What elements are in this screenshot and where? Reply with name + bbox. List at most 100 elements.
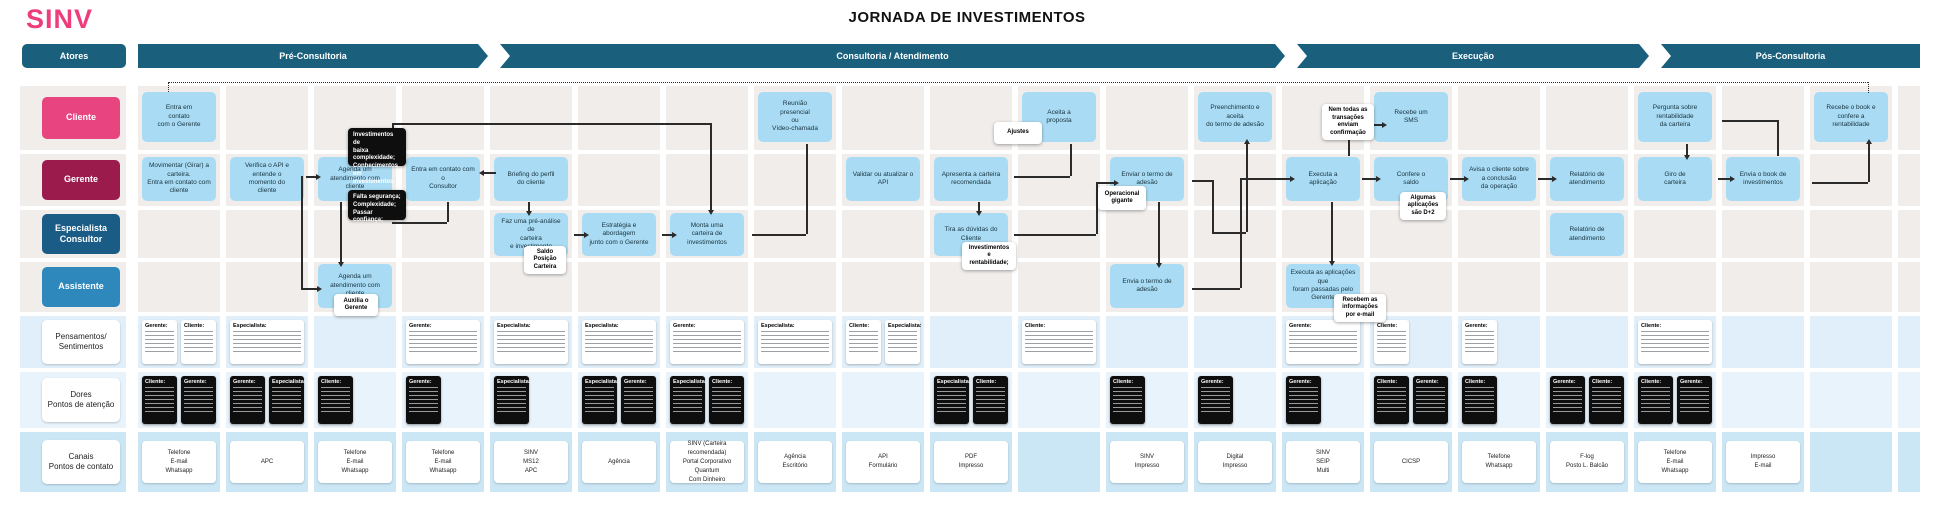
channel-card[interactable]: F-log Posto L. Balcão [1550, 441, 1624, 483]
channel-card[interactable]: Agência Escritório [758, 441, 832, 483]
activity-card-especialista[interactable]: Estratégia e abordagem junto com o Geren… [582, 213, 656, 256]
pain-card[interactable]: Especialista: [934, 376, 971, 424]
annotation-note[interactable]: Ajustes [994, 122, 1042, 144]
annotation-note[interactable]: Operacional gigante [1098, 186, 1146, 210]
row-label-pains[interactable]: Dores Pontos de atenção [42, 378, 120, 422]
pain-card[interactable]: Gerente: [406, 376, 441, 424]
thought-card[interactable]: Gerente: [1462, 320, 1497, 364]
pain-card[interactable]: Cliente: [1589, 376, 1624, 424]
pain-card[interactable]: Especialista: [494, 376, 531, 424]
annotation-note[interactable]: Recebem as informações por e-mail [1334, 294, 1386, 322]
channel-card[interactable]: Telefone E-mail Whatsapp [142, 441, 216, 483]
channel-card[interactable]: Telefone Whatsapp [1462, 441, 1536, 483]
activity-card-gerente[interactable]: Relatório de atendimento [1550, 157, 1624, 201]
activity-card-assistente[interactable]: Envia o termo de adesão [1110, 264, 1184, 308]
pain-card[interactable]: Especialista: [582, 376, 619, 424]
thought-card[interactable]: Cliente: [1022, 320, 1096, 364]
pain-card[interactable]: Gerente: [1550, 376, 1585, 424]
row-label-gerente[interactable]: Gerente [42, 160, 120, 200]
phase-header-pr-consultoria[interactable]: Pré-Consultoria [138, 44, 488, 68]
row-label-channels[interactable]: Canais Pontos de contato [42, 440, 120, 484]
activity-card-gerente[interactable]: Executa a aplicação [1286, 157, 1360, 201]
thought-card[interactable]: Gerente: [670, 320, 744, 364]
pain-card[interactable]: Cliente: [1374, 376, 1409, 424]
thought-card[interactable]: Especialista: [494, 320, 568, 364]
pain-card[interactable]: Cliente: [973, 376, 1008, 424]
thought-card[interactable]: Gerente: [406, 320, 480, 364]
pain-card[interactable]: Cliente: [142, 376, 177, 424]
thought-card[interactable]: Especialista: [230, 320, 304, 364]
annotation-note[interactable]: Algumas aplicações são D+2 [1400, 192, 1446, 220]
channel-card[interactable]: Telefone E-mail Whatsapp [406, 441, 480, 483]
pain-card[interactable]: Cliente: [318, 376, 353, 424]
row-label-especialista[interactable]: Especialista Consultor [42, 214, 120, 254]
channel-card[interactable]: APC [230, 441, 304, 483]
thought-card[interactable]: Cliente: [181, 320, 216, 364]
pain-card[interactable]: Cliente: [709, 376, 744, 424]
channel-card[interactable]: SINV MS12 APC [494, 441, 568, 483]
activity-card-cliente[interactable]: Recebe o book e confere a rentabilidade [1814, 92, 1888, 142]
pain-card[interactable]: Gerente: [230, 376, 265, 424]
annotation-note[interactable]: Investimentos e rentabilidade; [962, 242, 1016, 270]
annotation-note[interactable]: Saldo Posição Carteira [524, 246, 566, 274]
pain-card[interactable]: Cliente: [1638, 376, 1673, 424]
channel-card[interactable]: Telefone E-mail Whatsapp [1638, 441, 1712, 483]
pain-card[interactable]: Gerente: [181, 376, 216, 424]
activity-card-gerente[interactable]: Apresenta a carteira recomendada [934, 157, 1008, 201]
channel-card[interactable]: Agência [582, 441, 656, 483]
channel-card[interactable]: Telefone E-mail Whatsapp [318, 441, 392, 483]
pain-card[interactable]: Especialista: [670, 376, 707, 424]
activity-card-gerente[interactable]: Briefing do perfil do cliente [494, 157, 568, 201]
pain-card[interactable]: Gerente: [1286, 376, 1321, 424]
pain-card[interactable]: Gerente: [621, 376, 656, 424]
activity-card-gerente[interactable]: Envia o book de investimentos [1726, 157, 1800, 201]
phase-header-atores[interactable]: Atores [22, 44, 126, 68]
thought-card[interactable]: Cliente: [846, 320, 881, 364]
activity-card-gerente[interactable]: Validar ou atualizar o API [846, 157, 920, 201]
annotation-note[interactable]: Nem todas as transações enviam confirmaç… [1322, 104, 1374, 140]
pain-card[interactable]: Cliente: [1110, 376, 1145, 424]
channel-card[interactable]: SINV SEIP Multi [1286, 441, 1360, 483]
pain-note[interactable]: Investimentos de baixa complexidade; Con… [348, 128, 406, 185]
channel-card[interactable]: CICSP [1374, 441, 1448, 483]
thought-card[interactable]: Cliente: [1374, 320, 1409, 364]
channel-card[interactable]: Digital Impresso [1198, 441, 1272, 483]
channel-card[interactable]: Impresso E-mail [1726, 441, 1800, 483]
thought-card[interactable]: Cliente: [1638, 320, 1712, 364]
channel-card[interactable]: API Formulário [846, 441, 920, 483]
phase-header-p-s-consultoria[interactable]: Pós-Consultoria [1661, 44, 1920, 68]
activity-card-cliente[interactable]: Reunião presencial ou Vídeo-chamada [758, 92, 832, 142]
pain-card[interactable]: Gerente: [1198, 376, 1233, 424]
row-label-cliente[interactable]: Cliente [42, 97, 120, 139]
row-label-assistente[interactable]: Assistente [42, 267, 120, 307]
activity-card-cliente[interactable]: Entra em contato com o Gerente [142, 92, 216, 142]
activity-card-gerente[interactable]: Avisa o cliente sobre a conclusão da ope… [1462, 157, 1536, 201]
thought-card[interactable]: Gerente: [142, 320, 177, 364]
row-label-thoughts[interactable]: Pensamentos/ Sentimentos [42, 320, 120, 364]
pain-card[interactable]: Cliente: [1462, 376, 1497, 424]
activity-card-gerente[interactable]: Verifica o API e entende o momento do cl… [230, 157, 304, 201]
thought-card[interactable]: Especialista: [582, 320, 656, 364]
thought-card[interactable]: Gerente: [1286, 320, 1360, 364]
channel-card[interactable]: PDF Impresso [934, 441, 1008, 483]
activity-card-cliente[interactable]: Recebe um SMS [1374, 92, 1448, 142]
thought-card[interactable]: Especialista: [885, 320, 922, 364]
activity-card-especialista[interactable]: Monta uma carteira de investimentos [670, 213, 744, 256]
phase-header-consultoria-atendimento[interactable]: Consultoria / Atendimento [500, 44, 1285, 68]
pain-card[interactable]: Gerente: [1413, 376, 1448, 424]
channel-card[interactable]: SINV Impresso [1110, 441, 1184, 483]
activity-card-cliente[interactable]: Pergunta sobre rentabilidade da carteira [1638, 92, 1712, 142]
pain-card[interactable]: Gerente: [1677, 376, 1712, 424]
activity-card-gerente[interactable]: Movimentar (Girar) a carteira. Entra em … [142, 157, 216, 201]
activity-card-cliente[interactable]: Preenchimento e aceita do termo de adesã… [1198, 92, 1272, 142]
phase-header-execu-o[interactable]: Execução [1297, 44, 1649, 68]
activity-card-gerente[interactable]: Entra em contato com o Consultor [406, 157, 480, 201]
thought-card[interactable]: Especialista: [758, 320, 832, 364]
activity-card-gerente[interactable]: Giro de carteira [1638, 157, 1712, 201]
activity-card-especialista[interactable]: Relatório de atendimento [1550, 213, 1624, 256]
annotation-note[interactable]: Auxilia o Gerente [334, 294, 378, 316]
activity-card-assistente[interactable]: Agenda um atendimento com cliente [318, 264, 392, 308]
pain-card[interactable]: Especialista: [269, 376, 306, 424]
pain-note[interactable]: Falta segurança; Complexidade; Passar co… [348, 190, 406, 223]
channel-card[interactable]: SINV (Carteira recomendada) Portal Corpo… [670, 441, 744, 483]
